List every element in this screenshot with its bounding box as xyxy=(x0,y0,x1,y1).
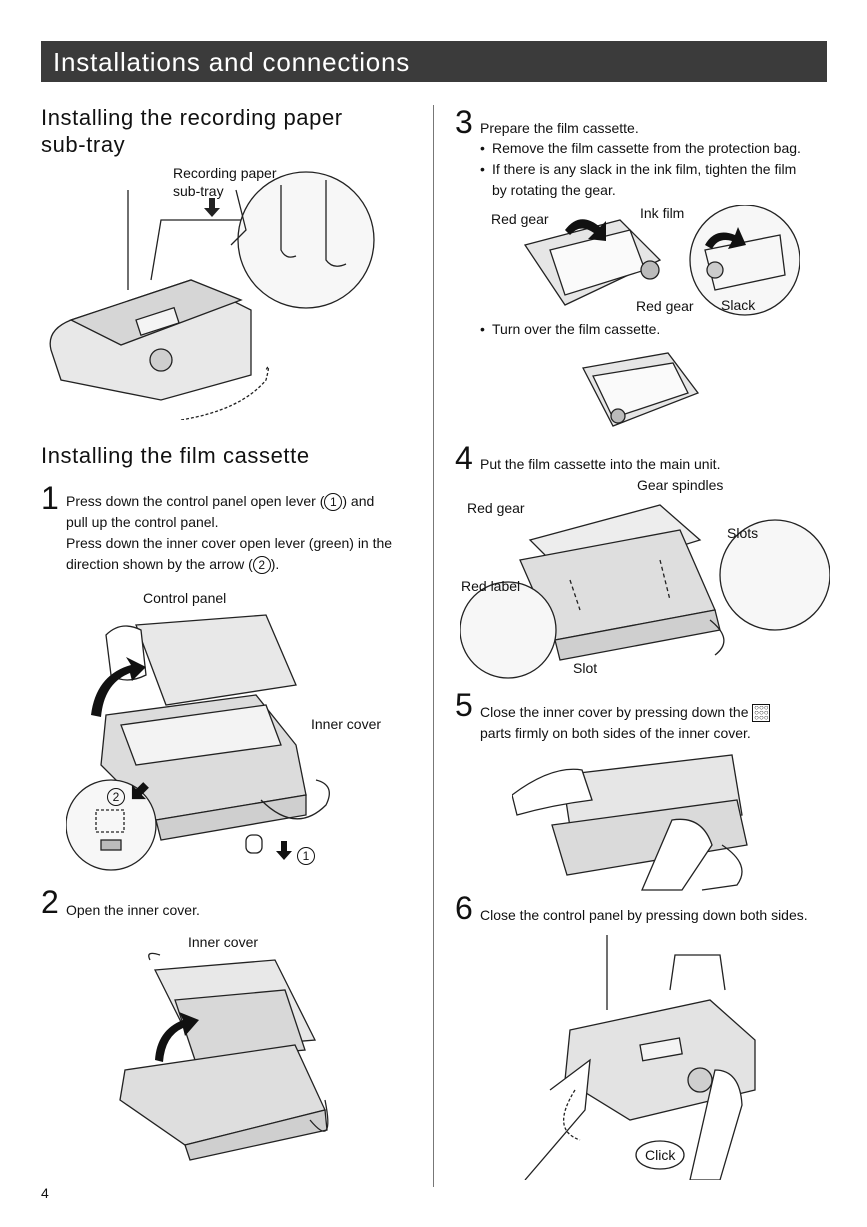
step-4-text: Put the film cassette into the main unit… xyxy=(480,456,721,472)
step-2-text: Open the inner cover. xyxy=(66,902,200,918)
page-number: 4 xyxy=(41,1185,49,1201)
label-ink-film: Ink film xyxy=(640,205,685,221)
label-red-label: Red label xyxy=(461,578,521,594)
figure-marker-1: 1 xyxy=(297,847,315,865)
marker-2: 2 xyxy=(252,556,271,574)
label-slack: Slack xyxy=(721,297,756,313)
step-3-bullet-1: Remove the film cassette from the protec… xyxy=(480,138,837,159)
step-1-text: Press down the control panel open lever … xyxy=(66,493,393,574)
section-banner: Installations and connections xyxy=(41,41,827,82)
banner-title: Installations and connections xyxy=(53,47,411,77)
illustration-film-cassette-turned xyxy=(578,348,703,433)
label-red-gear-3: Red gear xyxy=(467,500,525,516)
illustration-close-control-panel xyxy=(510,930,780,1180)
step-3-number: 3 xyxy=(455,104,473,140)
illustration-cassette-into-unit xyxy=(460,490,830,680)
column-divider xyxy=(433,105,434,1187)
step-1-number: 1 xyxy=(41,480,59,516)
heading-film-cassette: Installing the film cassette xyxy=(41,443,310,468)
step-6-number: 6 xyxy=(455,890,473,926)
label-control-panel: Control panel xyxy=(143,590,227,606)
marker-1: 1 xyxy=(324,493,343,511)
heading-sub-tray: Installing the recording paper sub-tray xyxy=(41,105,343,157)
label-slot: Slot xyxy=(573,660,598,676)
step-4-number: 4 xyxy=(455,440,473,476)
label-red-gear-2: Red gear xyxy=(636,298,694,314)
illustration-inner-cover-open xyxy=(115,950,345,1165)
illustration-film-cassette-gear xyxy=(520,205,800,320)
step-3-text: Prepare the film cassette. xyxy=(480,120,639,136)
step-5-number: 5 xyxy=(455,687,473,723)
illustration-sub-tray xyxy=(41,160,381,420)
step-3-bullet-2: If there is any slack in the ink film, t… xyxy=(480,159,837,201)
label-inner-cover: Inner cover xyxy=(311,716,382,732)
illustration-control-panel-open xyxy=(66,605,396,875)
label-red-gear: Red gear xyxy=(491,211,549,227)
label-gear-spindles: Gear spindles xyxy=(637,477,724,493)
label-slots: Slots xyxy=(727,525,759,541)
step-6-text: Close the control panel by pressing down… xyxy=(480,907,808,923)
step-5-text: Close the inner cover by pressing down t… xyxy=(480,703,771,741)
label-click: Click xyxy=(645,1147,676,1163)
illustration-close-inner-cover xyxy=(512,745,762,893)
label-recording-paper-sub-tray: Recording paper sub-tray xyxy=(173,165,277,199)
press-dots-icon: ○○○ ○○○ ○○○ xyxy=(752,703,771,723)
step-2-number: 2 xyxy=(41,884,59,920)
figure-marker-2: 2 xyxy=(107,788,125,806)
label-inner-cover-2: Inner cover xyxy=(188,934,259,950)
step-3-bullet-3: Turn over the film cassette. xyxy=(480,319,660,340)
